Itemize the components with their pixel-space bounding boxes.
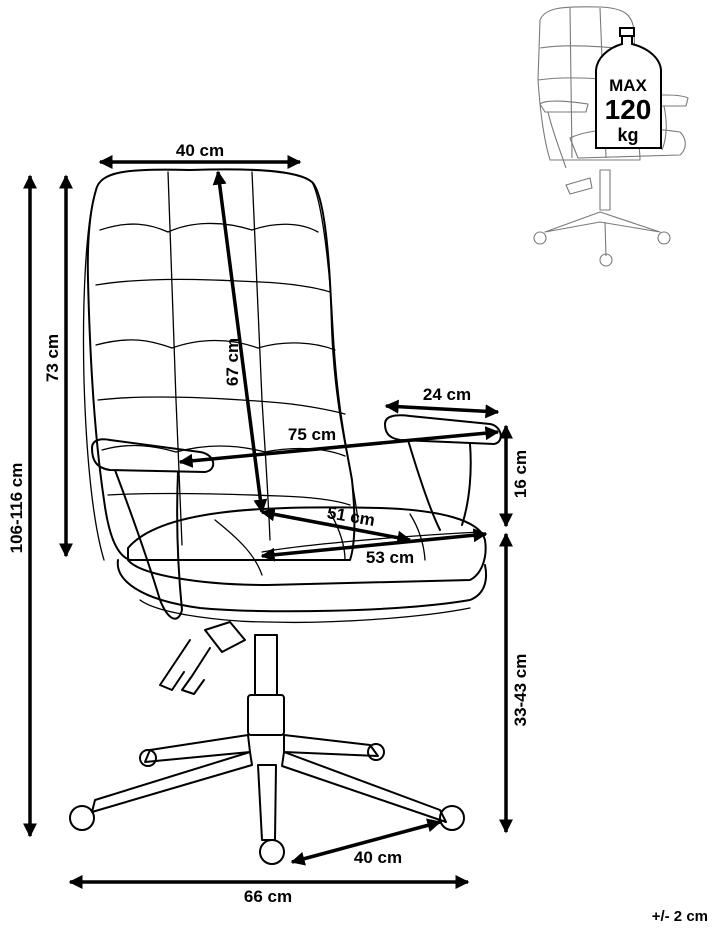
label-backrest-width: 40 cm <box>176 141 224 160</box>
dimension-labels: 40 cm 67 cm 73 cm 106-116 cm 24 cm 75 cm… <box>7 141 708 925</box>
arrow-seat-width <box>260 528 488 562</box>
label-base-width: 66 cm <box>244 887 292 906</box>
arrow-caster-distance <box>290 818 442 866</box>
weight-badge-unit: kg <box>617 125 638 145</box>
label-caster-distance: 40 cm <box>354 848 402 867</box>
label-seat-width: 53 cm <box>366 548 414 567</box>
arrow-arm-to-arm <box>178 426 500 468</box>
weight-badge-value: 120 <box>605 94 652 125</box>
label-total-height: 106-116 cm <box>7 463 26 554</box>
label-backrest-height-side: 73 cm <box>43 334 62 382</box>
tolerance-note: +/- 2 cm <box>652 908 708 925</box>
label-arm-to-arm: 75 cm <box>288 425 336 444</box>
arrow-armrest-length <box>384 399 500 419</box>
weight-badge: MAX 120 kg <box>595 27 662 149</box>
weight-badge-max: MAX <box>609 76 647 95</box>
dimension-arrows <box>23 155 513 889</box>
label-backrest-height-inner: 67 cm <box>223 338 242 386</box>
label-armrest-height: 16 cm <box>511 450 530 498</box>
label-armrest-length: 24 cm <box>423 385 471 404</box>
label-seat-height: 33-43 cm <box>511 654 530 727</box>
